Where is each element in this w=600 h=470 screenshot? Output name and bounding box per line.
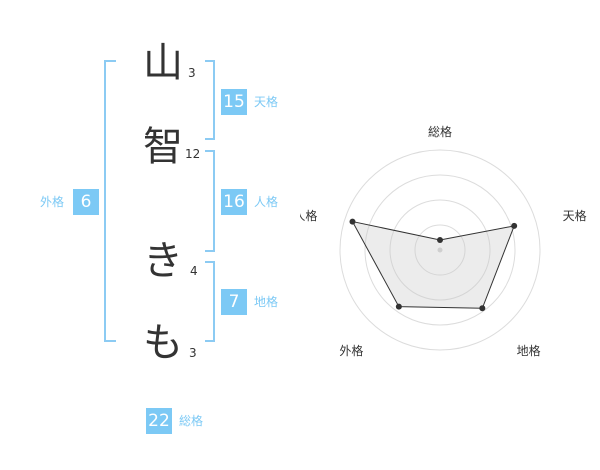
tenkaku-label: 天格 — [254, 95, 279, 109]
radar-grid-ring — [364, 174, 516, 326]
stroke-count-2: 12 — [185, 147, 201, 161]
gaikaku-value-badge: 6 — [73, 189, 99, 215]
stroke-count-3: 4 — [190, 264, 198, 278]
radar-axis-label-2: 天格 — [563, 208, 587, 223]
radar-point-5 — [349, 218, 356, 225]
name-char-1: 山 — [143, 40, 183, 86]
radar-grid-ring — [389, 199, 491, 301]
radar-axis-label-3: 地格 — [517, 343, 541, 358]
radar-axis-label-1: 総格 — [428, 124, 452, 139]
chikaku-bracket — [205, 261, 215, 342]
radar-point-4 — [395, 303, 402, 310]
jinkaku-label: 人格 — [254, 195, 279, 209]
soukaku-value-badge: 22 — [146, 408, 172, 434]
radar-point-1 — [437, 237, 443, 243]
radar-axis-label-4: 外格 — [339, 343, 363, 358]
stroke-count-4: 3 — [189, 346, 197, 360]
soukaku-label: 総格 — [179, 414, 204, 428]
tenkaku-value-badge: 15 — [221, 89, 247, 115]
gaikaku-label: 外格 — [40, 195, 65, 209]
name-char-4: も — [143, 320, 183, 366]
name-char-3: き — [143, 238, 183, 284]
jinkaku-value-badge: 16 — [221, 189, 247, 215]
radar-data-polygon — [351, 220, 515, 309]
stroke-count-1: 3 — [188, 66, 196, 80]
chikaku-label: 地格 — [254, 295, 279, 309]
chikaku-value-badge: 7 — [221, 289, 247, 315]
radar-point-2 — [511, 222, 518, 229]
radar-point-3 — [479, 305, 486, 312]
name-char-2: 智 — [143, 124, 183, 170]
gaikaku-bracket — [104, 60, 116, 342]
tenkaku-bracket — [205, 60, 215, 140]
radar-center-dot — [437, 247, 443, 253]
jinkaku-bracket — [205, 150, 215, 252]
radar-axis-label-5: 人格 — [300, 208, 317, 223]
radar-grid-ring — [414, 224, 466, 276]
